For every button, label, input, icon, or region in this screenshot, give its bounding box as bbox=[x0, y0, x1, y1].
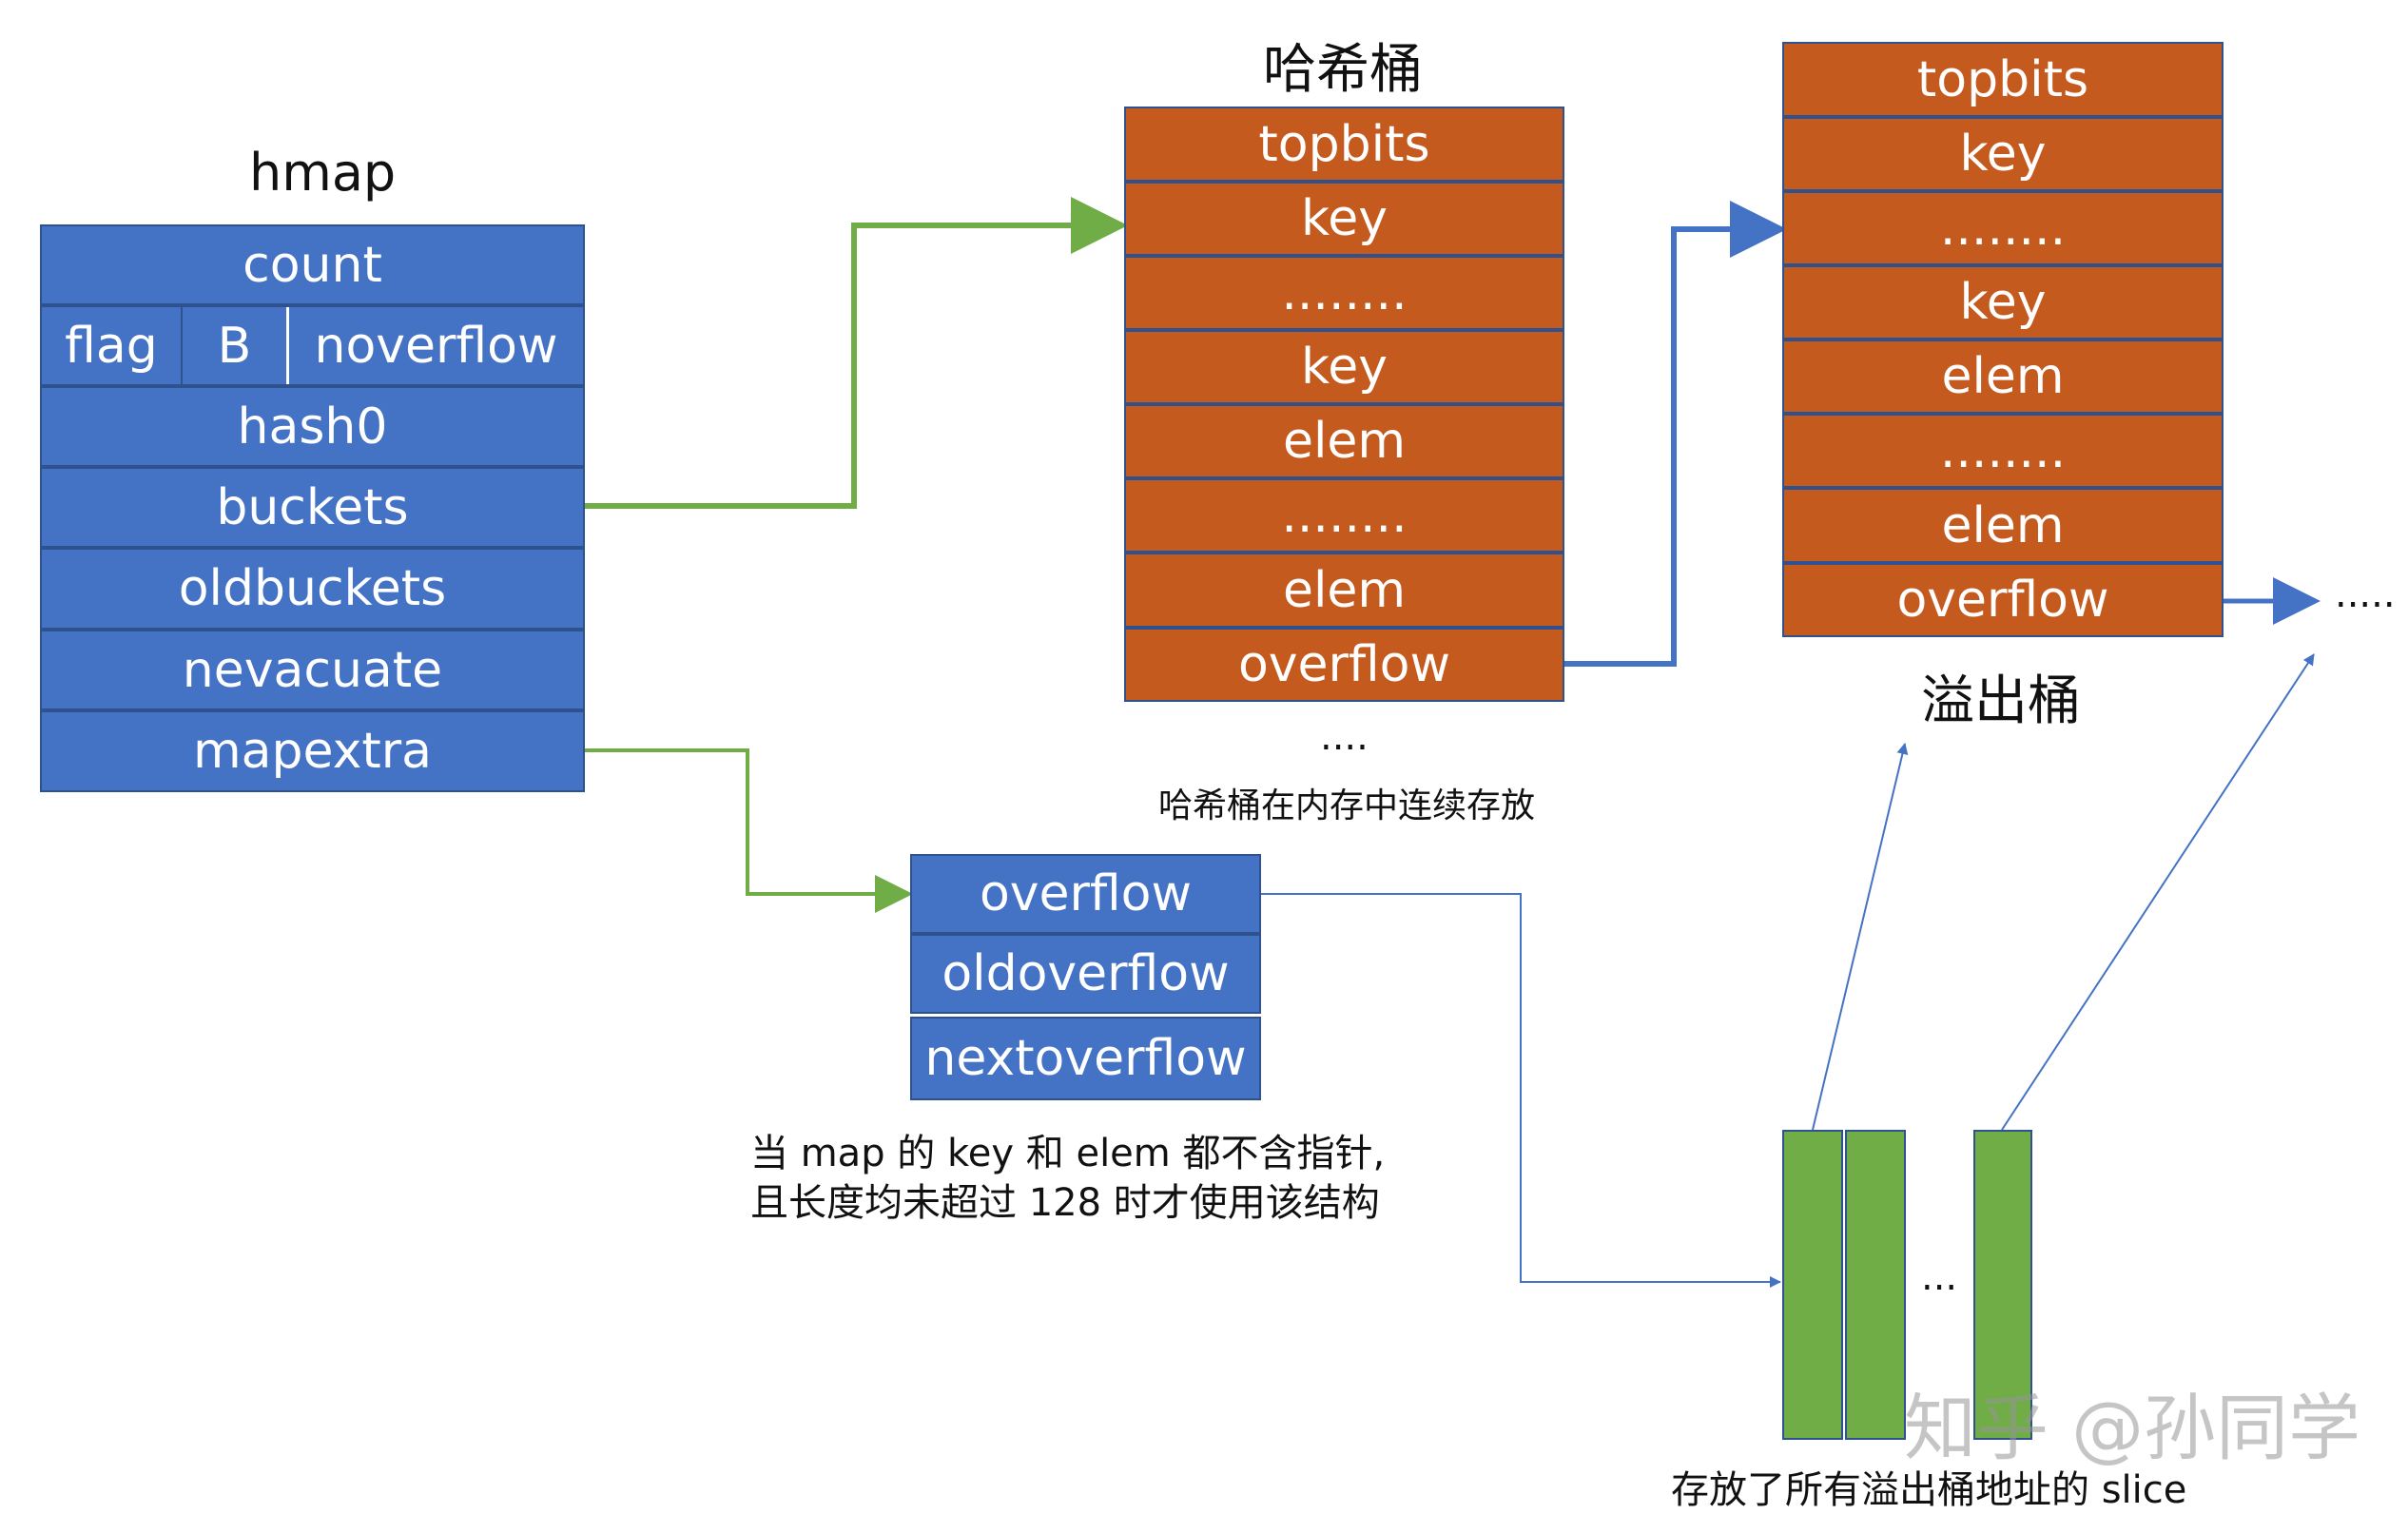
hmap-field-noverflow: noverflow bbox=[314, 317, 558, 375]
mapextra-note-line1: 当 map 的 key 和 elem 都不含指针, bbox=[750, 1132, 1386, 1175]
hmap-struct: count flag B noverflow hash0 buckets old… bbox=[40, 224, 585, 792]
overflow-to-overflow-bucket-arrow bbox=[1564, 201, 1787, 667]
overflow-bucket-row-key: key bbox=[1782, 265, 2224, 340]
mapextra-field-nextoverflow: nextoverflow bbox=[910, 1017, 1261, 1100]
slice-gap-label: ... bbox=[1921, 1255, 1958, 1299]
slice-to-next-overflow-arrow bbox=[2001, 653, 2315, 1131]
hmap-field-b: B bbox=[183, 307, 289, 384]
hmap-field-hash0: hash0 bbox=[40, 386, 585, 467]
hash-bucket-title: 哈希桶 bbox=[1263, 39, 1423, 101]
hmap-field-oldbuckets: oldbuckets bbox=[40, 548, 585, 630]
hash-bucket-row-elem: elem bbox=[1124, 404, 1564, 478]
hash-bucket: topbits key ........ key elem ........ e… bbox=[1124, 107, 1564, 702]
hash-bucket-caption: 哈希桶在内存中连续存放 bbox=[1158, 786, 1536, 825]
hash-bucket-row-key: key bbox=[1124, 330, 1564, 404]
watermark: 知乎 @孙同学 bbox=[1904, 1386, 2361, 1470]
slice-caption: 存放了所有溢出桶地址的 slice bbox=[1671, 1468, 2187, 1512]
slice-slot bbox=[1782, 1130, 1843, 1440]
hmap-title: hmap bbox=[249, 143, 397, 203]
hmap-field-buckets: buckets bbox=[40, 467, 585, 548]
hmap-field-nevacuate: nevacuate bbox=[40, 630, 585, 710]
overflow-bucket-row-ellipsis: ........ bbox=[1782, 414, 2224, 488]
hmap-row-flag-b-noverflow: flag B noverflow bbox=[40, 305, 585, 386]
buckets-to-hash-bucket-arrow bbox=[585, 197, 1128, 509]
hash-bucket-row-ellipsis: ........ bbox=[1124, 256, 1564, 330]
overflow-bucket: topbits key ........ key elem ........ e… bbox=[1782, 42, 2224, 637]
slice-to-overflow-bucket-arrow bbox=[1812, 743, 1909, 1131]
hash-bucket-continuation: .... bbox=[1320, 715, 1369, 759]
extra-overflow-to-slice-arrow bbox=[1261, 893, 1781, 1288]
overflow-bucket-row-overflow: overflow bbox=[1782, 563, 2224, 637]
mapextra-note-line2: 且长度均未超过 128 时才使用该结构 bbox=[750, 1181, 1380, 1225]
overflow-bucket-row-key: key bbox=[1782, 117, 2224, 191]
hash-bucket-row-ellipsis: ........ bbox=[1124, 478, 1564, 553]
mapextra-field-overflow: overflow bbox=[910, 854, 1261, 934]
mapextra-field-oldoverflow: oldoverflow bbox=[910, 934, 1261, 1014]
mapextra-struct: overflow oldoverflow nextoverflow bbox=[910, 854, 1261, 1100]
overflow-bucket-row-elem: elem bbox=[1782, 488, 2224, 563]
hash-bucket-row-key: key bbox=[1124, 182, 1564, 256]
hash-bucket-row-topbits: topbits bbox=[1124, 107, 1564, 182]
hash-bucket-row-overflow: overflow bbox=[1124, 628, 1564, 702]
slice-slot bbox=[1845, 1130, 1906, 1440]
overflow-bucket-row-topbits: topbits bbox=[1782, 42, 2224, 117]
overflow-bucket-next: ..... bbox=[2335, 573, 2396, 616]
overflow-bucket-row-elem: elem bbox=[1782, 340, 2224, 414]
hmap-field-flag: flag bbox=[42, 307, 183, 384]
hash-bucket-row-elem: elem bbox=[1124, 553, 1564, 628]
hmap-field-count: count bbox=[40, 224, 585, 305]
overflow-bucket-title: 溢出桶 bbox=[1921, 670, 2081, 732]
slice-slot bbox=[1973, 1130, 2032, 1440]
overflow-bucket-row-ellipsis: ........ bbox=[1782, 191, 2224, 265]
mapextra-to-extra-arrow bbox=[585, 748, 913, 913]
hmap-field-mapextra: mapextra bbox=[40, 710, 585, 792]
